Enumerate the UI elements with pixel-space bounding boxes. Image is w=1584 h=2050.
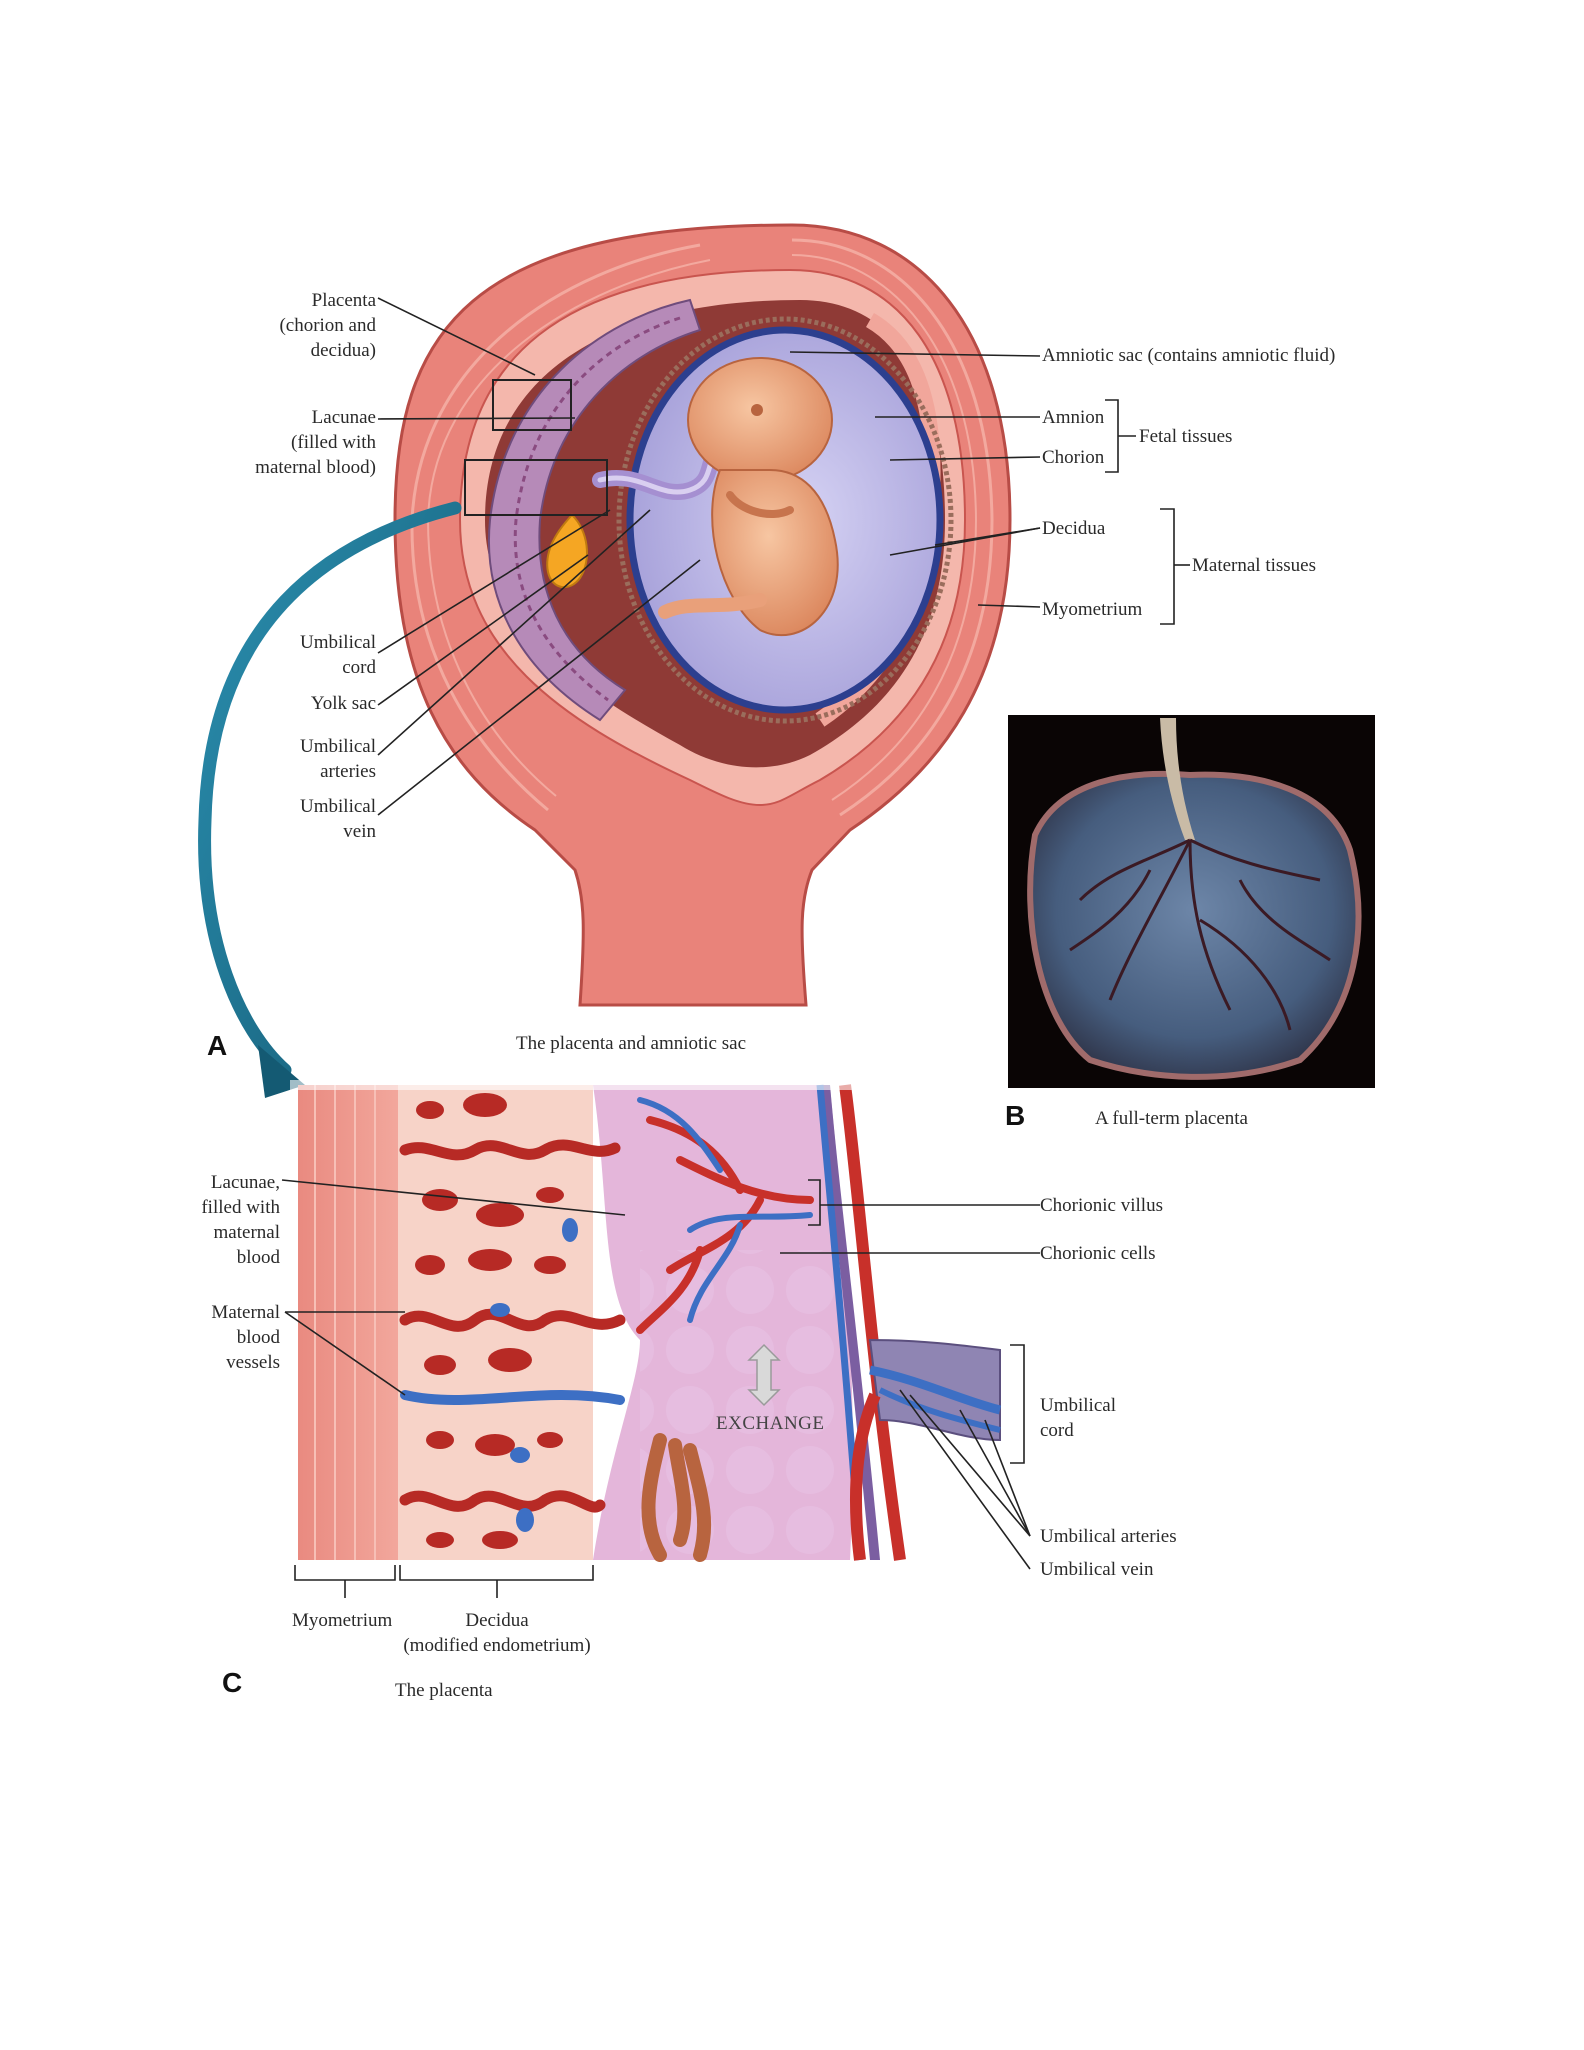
placenta-section (290, 1080, 1002, 1562)
leader-lines-c (281, 1179, 1040, 1598)
inset-box-placenta (492, 379, 572, 431)
label-umbilical-vein: Umbilical vein (300, 796, 376, 842)
label-amnion: Amnion (1042, 407, 1105, 428)
label-c-myometrium: Myometrium (292, 1610, 393, 1631)
label-myometrium: Myometrium (1042, 599, 1143, 620)
panel-b-caption: A full-term placenta (1095, 1108, 1248, 1129)
zoom-arrow (198, 501, 462, 1077)
panel-a-caption: The placenta and amniotic sac (516, 1033, 747, 1054)
label-fetal-tissues: Fetal tissues (1139, 426, 1233, 447)
label-exchange: EXCHANGE (716, 1413, 825, 1434)
inset-box-lacunae (464, 459, 608, 516)
panel-c-letter: C (222, 1667, 243, 1698)
panel-b-letter: B (1005, 1100, 1026, 1131)
label-umbilical-cord: Umbilical cord (300, 632, 376, 678)
label-c-umbilical-cord: Umbilical cord (1040, 1395, 1116, 1441)
placenta-photo (1008, 715, 1375, 1088)
label-placenta: Placenta (chorion and decidua) (279, 290, 376, 361)
label-yolk-sac: Yolk sac (310, 693, 376, 714)
label-c-maternal-vessels: Maternal blood vessels (211, 1302, 280, 1373)
label-amniotic-sac: Amniotic sac (contains amniotic fluid) (1042, 345, 1336, 366)
label-c-chorionic-cells: Chorionic cells (1040, 1243, 1156, 1264)
label-c-umbilical-vein: Umbilical vein (1040, 1559, 1154, 1580)
label-c-chorionic-villus: Chorionic villus (1040, 1195, 1163, 1216)
panel-a-letter: A (207, 1030, 228, 1061)
label-c-decidua: Decidua (modified endometrium) (403, 1610, 591, 1656)
label-decidua: Decidua (1042, 518, 1106, 539)
label-c-umbilical-arteries: Umbilical arteries (1040, 1526, 1177, 1547)
leader-lines-a (377, 297, 1190, 816)
exchange-arrow (747, 1343, 781, 1407)
placenta-region (488, 298, 702, 722)
yolk-sac (546, 513, 588, 588)
label-c-lacunae: Lacunae, filled with maternal blood (201, 1172, 280, 1268)
label-maternal-tissues: Maternal tissues (1192, 555, 1317, 576)
label-lacunae: Lacunae (filled with maternal blood) (255, 407, 376, 478)
label-chorion: Chorion (1042, 447, 1105, 468)
chorionic-villi (636, 1097, 814, 1562)
label-umbilical-arteries: Umbilical arteries (300, 736, 376, 782)
uterus-illustration (393, 223, 1012, 1007)
fetus (658, 357, 839, 636)
panel-c-caption: The placenta (395, 1680, 493, 1701)
